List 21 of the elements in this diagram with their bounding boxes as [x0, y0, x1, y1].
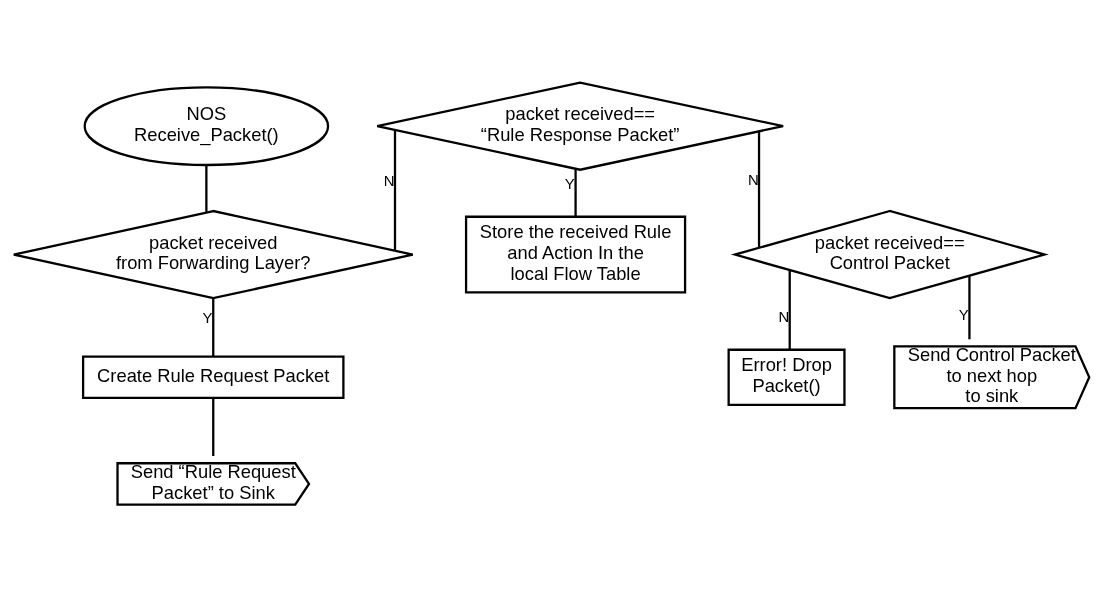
- connector: [212, 297, 215, 356]
- connector: [968, 275, 971, 339]
- node-diamond: packet received from Forwarding Layer?: [12, 209, 414, 299]
- connector: [757, 130, 761, 248]
- connector: [212, 397, 215, 456]
- edge-label: N: [778, 308, 790, 325]
- node-box: Store the received Rule and Action In the local Flow Table: [464, 215, 687, 294]
- node-diamond: packet received== Control Packet: [730, 209, 1049, 299]
- edge-label: Y: [564, 175, 575, 191]
- node-diamond: packet received== “Rule Response Packet”: [376, 80, 785, 171]
- node-box: Create Rule Request Packet: [81, 354, 345, 399]
- edge-label: N: [383, 172, 395, 189]
- connector: [205, 164, 208, 212]
- edge-label: Y: [202, 309, 213, 326]
- connector: [574, 168, 577, 216]
- node-box: Error! Drop Packet(): [727, 348, 846, 406]
- edge-label: N: [747, 171, 759, 188]
- connector: [393, 129, 397, 250]
- connector: [788, 269, 791, 350]
- edge-label: Y: [958, 306, 969, 323]
- node-ellipse: NOS Receive_Packet(): [83, 85, 330, 166]
